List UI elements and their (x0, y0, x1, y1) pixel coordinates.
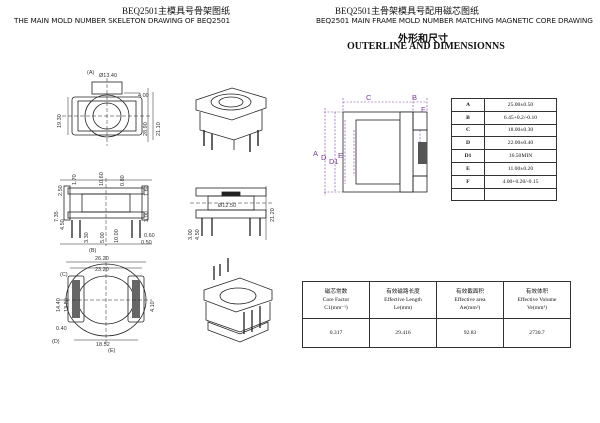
label-e: E (338, 151, 343, 160)
dim-mid-w2: 10.60 (99, 172, 105, 186)
props-value-cell: 92.83 (436, 318, 504, 348)
dim-bot-h4: 0.40 (56, 326, 67, 332)
bobbin-side-view (190, 186, 272, 240)
label-c: C (366, 93, 372, 102)
right-subtitle-en: OUTERLINE AND DIMENSIONNS (347, 41, 505, 52)
spec-value: 4.00+0.20/-0.15 (484, 174, 557, 189)
label-b: B (412, 93, 417, 102)
right-subtitle-cn: 外形和尺寸 (398, 34, 448, 45)
bobbin-front-view (60, 178, 152, 246)
dim-bot-h3: 4.10 (150, 301, 156, 312)
bobbin-iso-bottom (203, 258, 273, 343)
dim-mid-w4: 3.30 (84, 232, 90, 243)
spec-value: 11.00±0.20 (484, 161, 557, 176)
spec-key: C (451, 123, 485, 138)
props-value-row: 0.317 29.416 92.83 2730.7 (302, 318, 571, 348)
dim-bot-w1: 26.20 (95, 256, 109, 262)
spec-value: 25.00±0.50 (484, 98, 557, 112)
dim-bot-h1: 14.40 (56, 298, 62, 312)
left-title-cn: BEQ2501主模具号骨架图纸 (122, 6, 231, 16)
spec-value: 22.00±0.40 (484, 136, 557, 151)
bobbin-top-view (62, 78, 154, 146)
dim-mid-h2: 1.60 (144, 185, 150, 196)
dim-mid-w3: 0.80 (120, 175, 126, 186)
spec-row (451, 187, 557, 202)
dim-mid-p2: 0.50 (141, 240, 152, 246)
dim-mid-w1: 1.70 (72, 174, 78, 185)
label-d1: D1 (329, 157, 339, 166)
core-dimension-lines (324, 98, 428, 196)
bobbin-iso-top (195, 87, 267, 152)
spec-key: D1 (451, 149, 485, 163)
spec-key: E (451, 161, 485, 176)
label-a: A (313, 149, 318, 158)
spec-value (484, 187, 557, 202)
dim-side-h: 21.20 (270, 208, 276, 222)
dim-side-d: Ø12.50 (218, 203, 236, 209)
dim-side-b: 4.50 (195, 229, 201, 240)
spec-value: 18.00±0.30 (484, 123, 557, 138)
right-title-en: BEQ2501 MAIN FRAME MOLD NUMBER MATCHING … (316, 16, 593, 25)
dim-bot-w3: 18.52 (96, 342, 110, 348)
dim-mid-h1: 2.50 (58, 185, 64, 196)
dim-bot-h2: 13.80 (64, 298, 70, 312)
dim-top-d1: Ø13.40 (99, 73, 117, 79)
dim-bot-e: (E) (108, 348, 116, 354)
props-value-cell: 2730.7 (503, 318, 571, 348)
dim-bot-d: (D) (52, 339, 60, 345)
spec-value: 6.45+0.2/-0.10 (484, 110, 557, 125)
spec-value: 16.50MIN (484, 149, 557, 163)
label-d: D (321, 153, 327, 162)
dim-top-h2: 28.90 (143, 122, 149, 136)
spec-key: A (451, 98, 485, 112)
label-f: F (421, 105, 426, 114)
dim-mid-h5: 3.00 (144, 211, 150, 222)
left-title-en: THE MAIN MOLD NUMBER SKELETON DRAWING OF… (14, 16, 231, 25)
dim-bot-w2: 23.20 (95, 267, 109, 273)
left-dimension-labels: Ø13.40 (A) 4.00 19.30 28.90 21.10 2.50 1… (52, 70, 276, 354)
dim-mid-p1: 0.60 (144, 233, 155, 239)
dim-side-a: 3.00 (188, 229, 194, 240)
props-value-cell: 29.416 (369, 318, 437, 348)
spec-key: B (451, 110, 485, 125)
dim-mid-h4: 4.50 (60, 219, 66, 230)
dim-top-h3: 21.10 (156, 122, 162, 136)
bobbin-bottom-view (60, 256, 152, 344)
dim-bot-c: (C) (60, 272, 68, 278)
core-front-view (342, 111, 428, 193)
spec-key (451, 187, 485, 202)
dim-mid-h3: 7.35 (54, 211, 60, 222)
dim-top-w: 4.00 (138, 93, 149, 99)
right-title-cn: BEQ2501主骨架模具号配用磁芯图纸 (335, 6, 480, 16)
dim-top-h1: 19.30 (57, 114, 63, 128)
props-value-cell: 0.317 (302, 318, 370, 348)
dim-mid-w5: 5.00 (100, 232, 106, 243)
spec-key: F (451, 174, 485, 189)
spec-key: D (451, 136, 485, 151)
dim-mid-w7: (B) (89, 248, 97, 254)
dim-mid-w6: 10.00 (114, 229, 120, 243)
core-letter-labels: C B F A D D1 E (313, 93, 426, 166)
dim-top-a: (A) (87, 70, 95, 76)
